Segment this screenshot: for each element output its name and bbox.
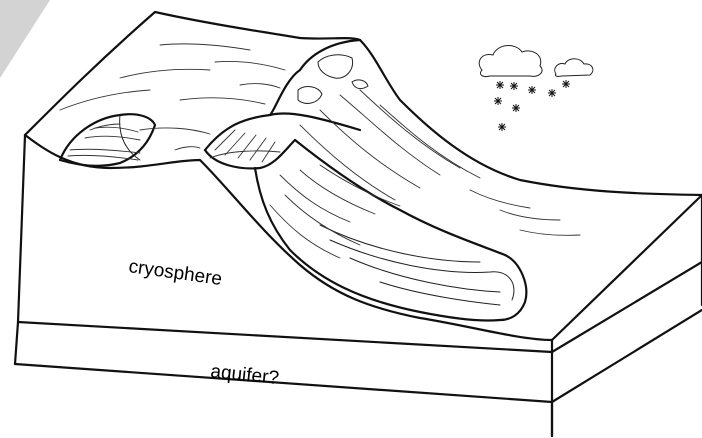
cloud-icon: [479, 46, 542, 77]
cryosphere-label: cryosphere: [127, 256, 223, 290]
aquifer-label: aquifer?: [209, 361, 279, 389]
block-bottom-edge: [15, 364, 552, 436]
cirque-glacier: [60, 114, 155, 166]
layer-boundary-front: [18, 322, 552, 352]
block-left-edge: [15, 135, 25, 364]
weather-group: [479, 46, 593, 131]
glacier-left-margin: [205, 40, 360, 150]
plateau-texture: [60, 44, 285, 150]
layer-boundary-right: [552, 262, 702, 352]
block-box: [15, 135, 702, 436]
glacier-tongue-left: [255, 168, 500, 321]
snowflake-icon: [494, 80, 570, 131]
glacier-headwall: [205, 140, 295, 168]
block-top-right-edge: [552, 195, 702, 340]
cloud-icon: [555, 59, 593, 77]
plateau-edge: [270, 113, 360, 130]
block-bottom-right-edge: [552, 310, 702, 402]
corner-shade: [0, 0, 50, 78]
